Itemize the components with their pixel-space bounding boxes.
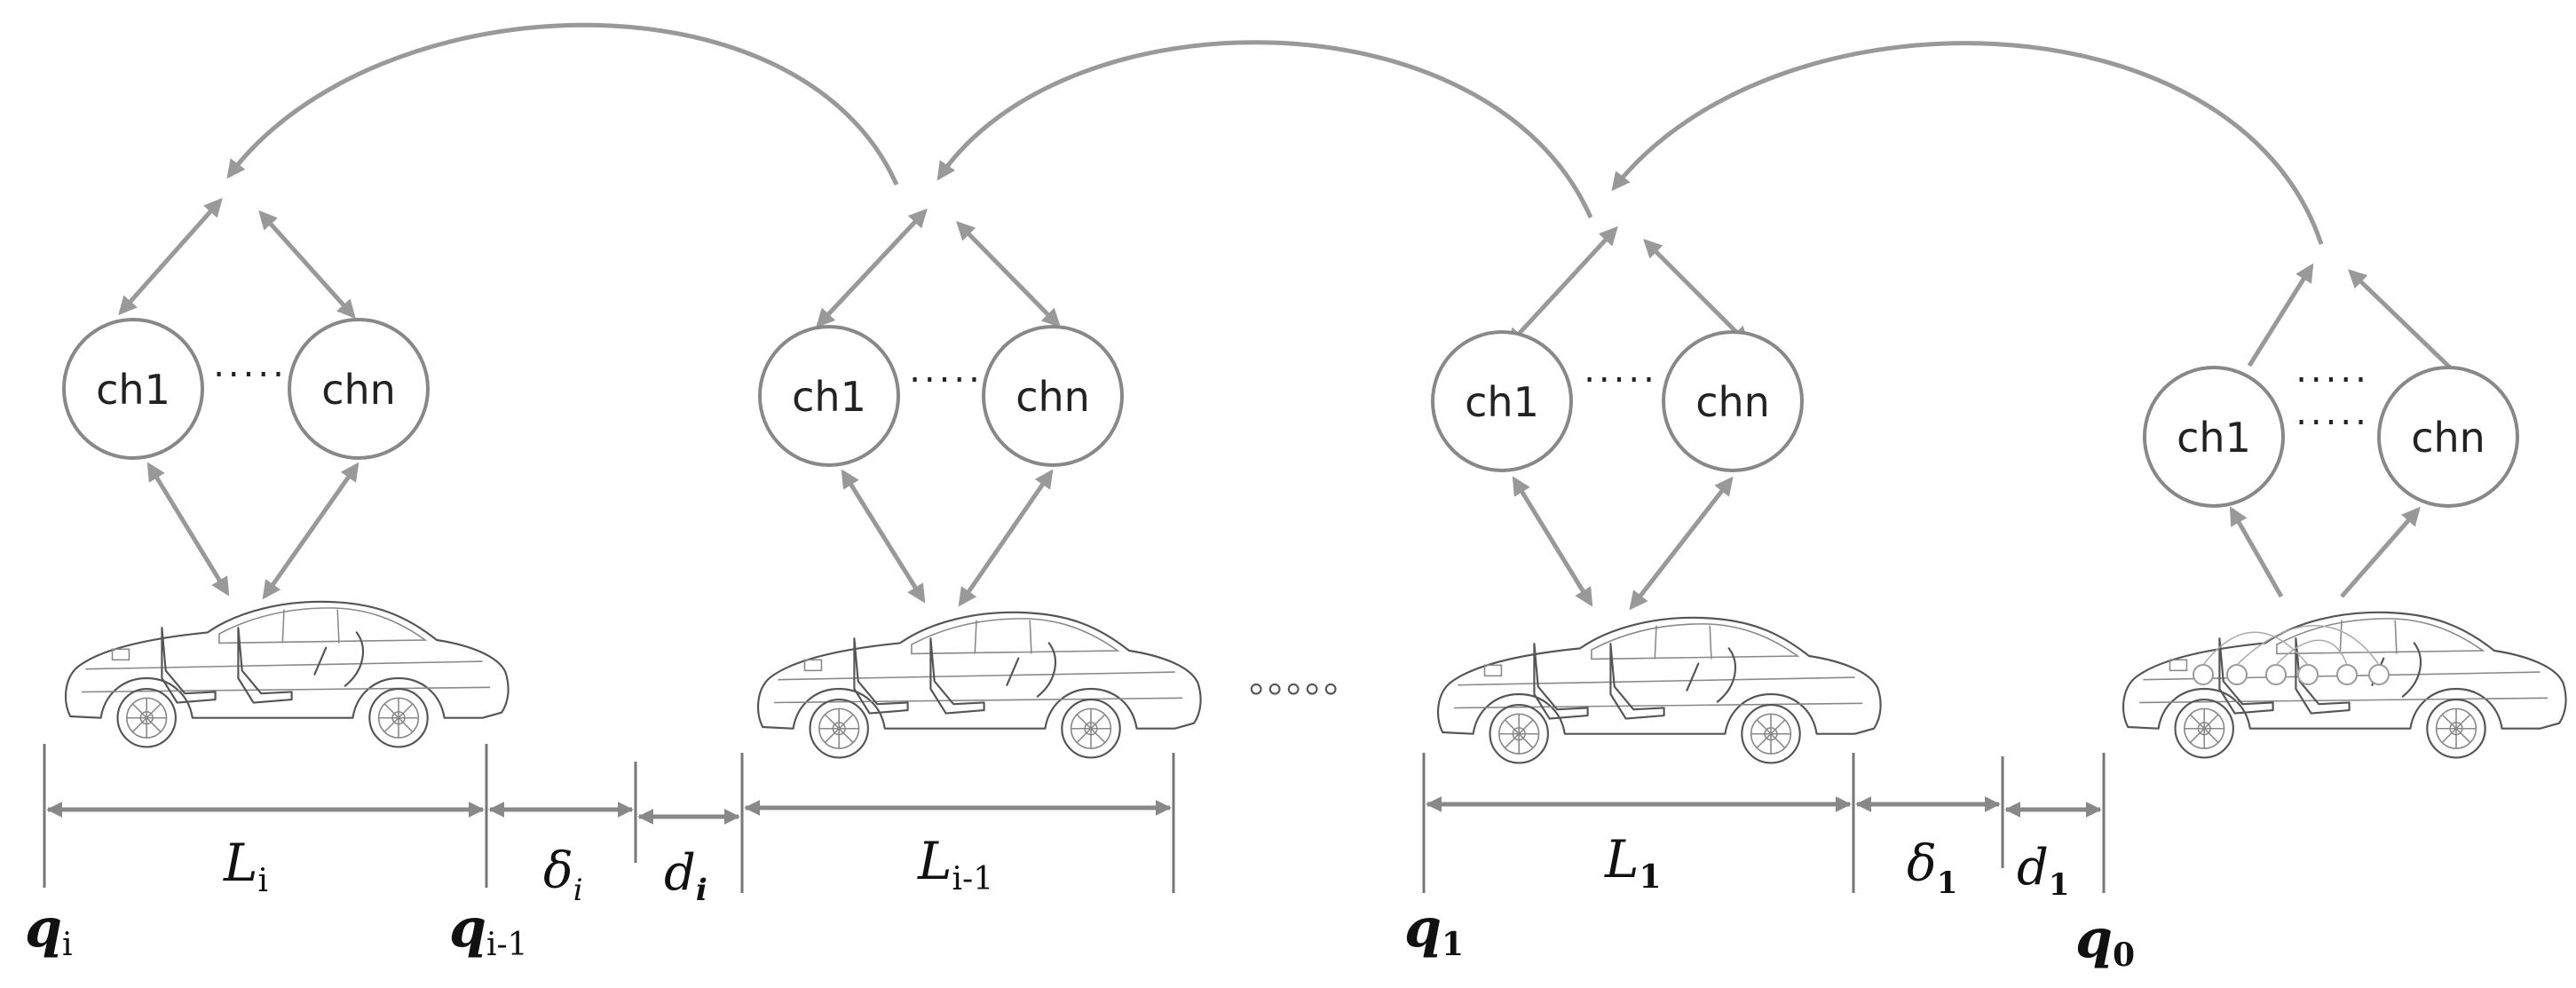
group-leader-car: ch1 ..... ..... chn — [2122, 263, 2567, 759]
node-chn — [288, 318, 430, 460]
label-L-i: Li — [223, 833, 268, 899]
label-q-1: q1 — [1404, 897, 1464, 963]
car-1 — [1436, 616, 1882, 764]
node-ch1 — [758, 325, 900, 467]
arc-to-car-i — [226, 22, 899, 186]
car-i-1 — [756, 611, 1202, 759]
label-q-0: q0 — [2075, 908, 2135, 974]
node-chn-label: chn — [1015, 373, 1090, 421]
label-d-1: d1 — [2017, 839, 2070, 903]
node-ellipsis: ..... — [213, 344, 288, 385]
group-car-i: ch1 ..... chn — [62, 197, 510, 748]
between-cars-ellipsis: 。。。。。 — [1249, 658, 1361, 701]
boundary-ticks — [43, 744, 2106, 893]
leader-car-internal-nodes — [2193, 664, 2390, 685]
node-ellipsis-bottom: ..... — [2295, 392, 2370, 433]
group-car-1: ch1 ..... chn — [1431, 225, 1882, 764]
node-chn-label: chn — [321, 366, 396, 414]
node-chn — [2377, 366, 2519, 508]
node-ch1-label: ch1 — [2177, 414, 2251, 462]
node-ellipsis-top: ..... — [2295, 350, 2370, 391]
node-ch1-label: ch1 — [792, 373, 866, 421]
label-L-i-minus-1: Li-1 — [917, 831, 993, 897]
car-i — [64, 600, 510, 748]
node-ch1 — [1431, 330, 1573, 472]
leader-car-internal-links — [2202, 625, 2380, 666]
label-q-i-minus-1: qi-1 — [449, 897, 528, 963]
label-d-i: di — [664, 844, 707, 908]
label-delta-1: δ1 — [1907, 835, 1957, 901]
dimension-arrows — [46, 796, 2102, 825]
position-labels: qi qi-1 q1 q0 — [25, 897, 2135, 974]
label-delta-i: δi — [543, 842, 583, 908]
node-chn-label: chn — [2411, 414, 2485, 462]
inter-vehicle-arcs — [226, 22, 2324, 245]
node-ch1-label: ch1 — [96, 366, 170, 414]
node-chn-label: chn — [1695, 378, 1770, 426]
label-q-i: qi — [25, 897, 72, 963]
node-chn — [982, 325, 1124, 467]
node-ch1 — [2143, 366, 2285, 508]
node-ch1-label: ch1 — [1465, 378, 1539, 426]
arc-to-car-i-1 — [936, 40, 1593, 219]
arc-to-car-1 — [1611, 41, 2324, 245]
label-L-1: L1 — [1604, 829, 1662, 896]
node-ch1 — [62, 318, 204, 460]
node-ellipsis: ..... — [909, 350, 984, 391]
node-ellipsis: ..... — [1584, 350, 1658, 391]
node-chn — [1662, 330, 1804, 472]
dimension-labels: Li δi di Li-1 L1 δ1 d1 — [223, 829, 2070, 908]
group-car-i-1: ch1 ..... chn — [756, 208, 1202, 759]
